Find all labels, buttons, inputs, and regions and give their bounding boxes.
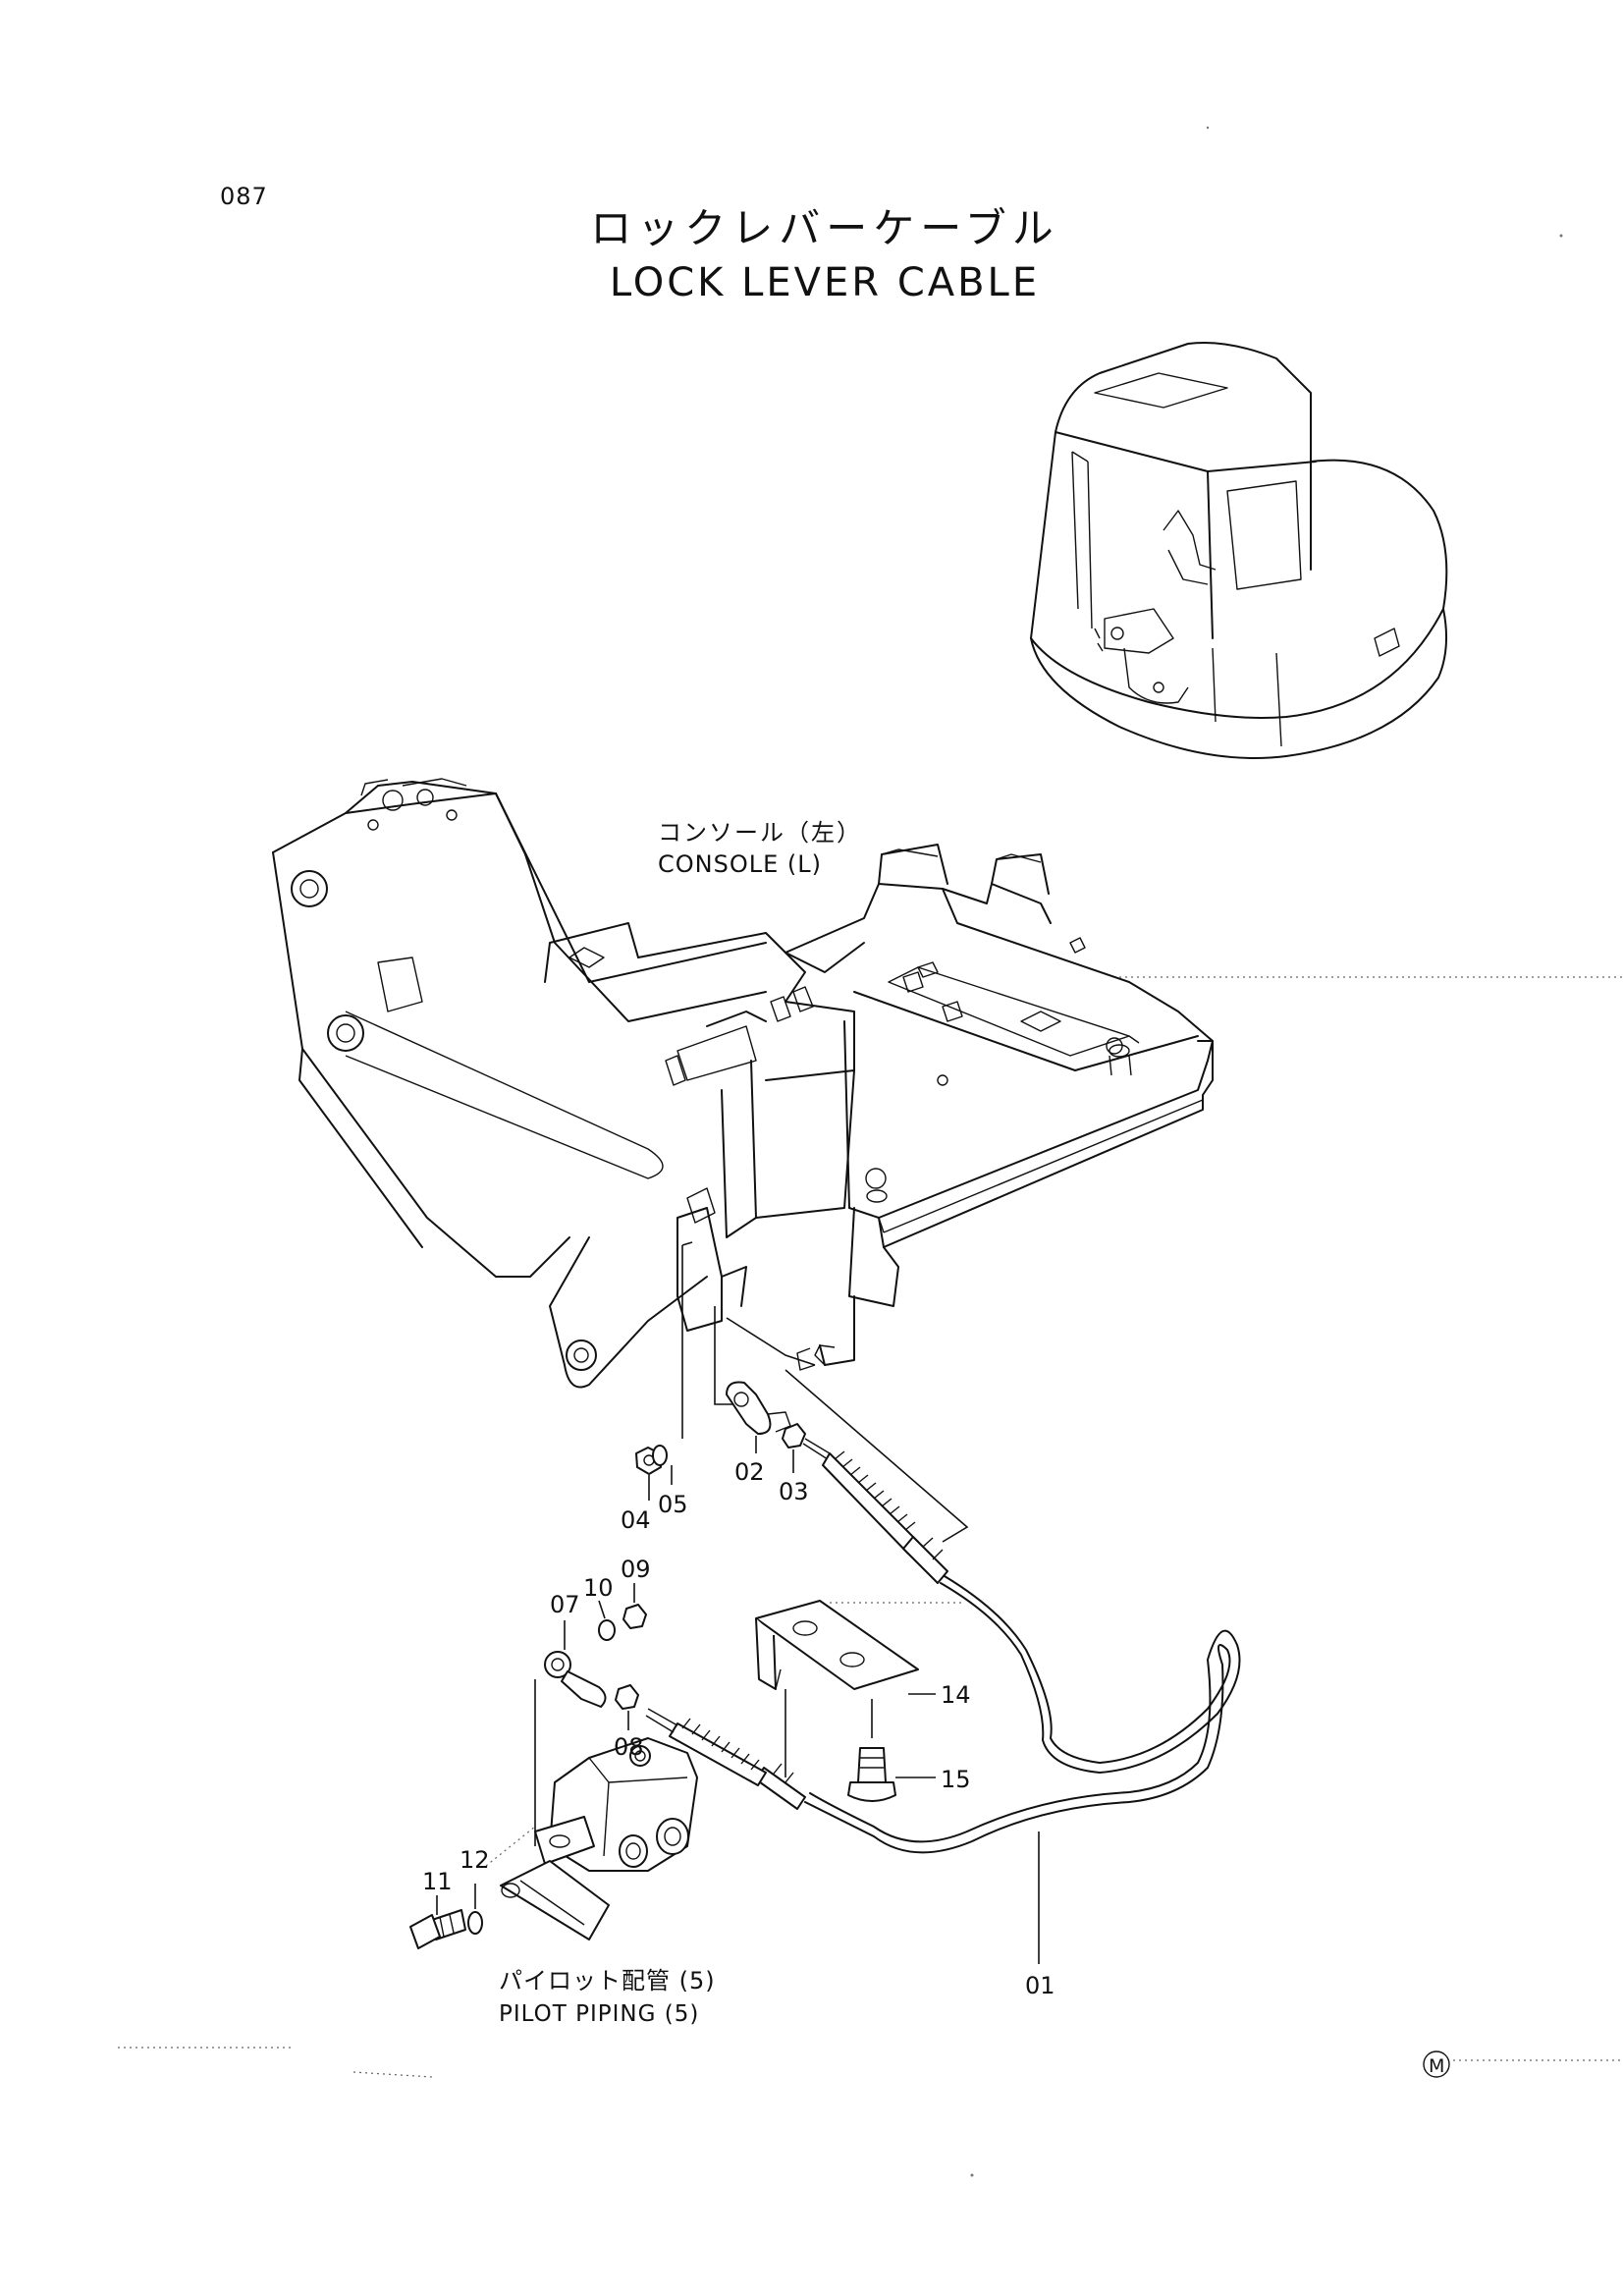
console-frame <box>272 778 1623 1389</box>
pilot-valve <box>409 1679 698 1949</box>
part-label-08: 08 <box>614 1733 644 1761</box>
excavator-overview <box>1030 342 1448 759</box>
part-label-11: 11 <box>422 1868 453 1895</box>
title-english: LOCK LEVER CABLE <box>609 260 1041 305</box>
pilot-label-jp: パイロット配管 (5) <box>499 1967 716 1995</box>
callout-02: 02 <box>734 1436 765 1486</box>
pilot-label-en: PILOT PIPING (5) <box>499 2001 699 2027</box>
callout-08: 08 <box>614 1711 644 1761</box>
title-block: ロックレバーケーブル LOCK LEVER CABLE <box>511 201 1139 309</box>
guide-line-left <box>681 1241 693 1439</box>
cable-assembly <box>544 1381 1241 1854</box>
part-label-14: 14 <box>941 1681 971 1709</box>
part-label-02: 02 <box>734 1458 765 1486</box>
console-label-en: CONSOLE (L) <box>658 850 822 878</box>
callout-04: 04 <box>621 1447 662 1534</box>
console-label-jp: コンソール（左） <box>658 819 862 847</box>
m-mark: M <box>1423 2050 1623 2078</box>
callout-05: 05 <box>652 1445 688 1518</box>
part-label-01: 01 <box>1025 1972 1055 1999</box>
callout-07: 07 <box>550 1591 580 1650</box>
part-label-10: 10 <box>583 1574 614 1602</box>
scan-specks <box>118 126 1563 2177</box>
title-japanese: ロックレバーケーブル <box>590 204 1059 252</box>
callout-11: 11 <box>422 1868 453 1915</box>
callout-14: 14 <box>908 1681 971 1709</box>
callout-10: 10 <box>583 1574 614 1619</box>
part-label-07: 07 <box>550 1591 580 1618</box>
guide-line-diagonal <box>784 1369 969 1543</box>
part-label-12: 12 <box>460 1846 490 1874</box>
guide-line-cable <box>726 1317 816 1366</box>
callout-01: 01 <box>1025 1831 1055 1999</box>
callout-15: 15 <box>895 1766 971 1793</box>
bracket-and-bolt <box>755 1600 962 1802</box>
part-label-04: 04 <box>621 1506 651 1534</box>
m-mark-letter: M <box>1429 2055 1444 2077</box>
part-label-15: 15 <box>941 1766 971 1793</box>
part-label-05: 05 <box>658 1491 688 1518</box>
callout-03: 03 <box>779 1449 809 1505</box>
part-label-09: 09 <box>621 1556 651 1583</box>
page-number: 087 <box>220 183 268 210</box>
part-label-03: 03 <box>779 1478 809 1505</box>
callout-12: 12 <box>460 1846 490 1909</box>
callout-09: 09 <box>621 1556 651 1603</box>
